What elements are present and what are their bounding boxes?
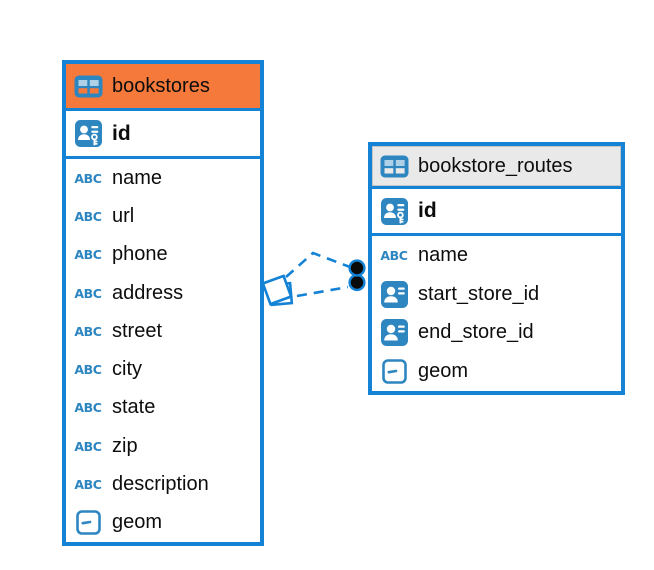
pk-column-icon [73,120,103,147]
text-column-icon: ABC [74,247,102,263]
text-column-icon: ABC [74,285,102,301]
table-title: bookstore_routes [418,154,573,177]
fk-column-icon [379,280,409,308]
column-row-url[interactable]: ABC url [66,197,260,235]
column-row-name[interactable]: ABC name [372,236,621,275]
relationship-dot-marker-lower[interactable] [348,273,366,292]
column-name: id [112,121,131,145]
relationship-line-end-store[interactable] [296,285,349,298]
column-name: address [112,281,184,304]
column-name: name [418,243,469,266]
relationship-diamond-marker[interactable] [261,274,293,306]
text-column-icon: ABC [74,208,102,224]
relationship-line-start-store[interactable] [285,251,351,278]
text-column-icon: ABC [74,477,102,493]
text-column-icon: ABC [74,362,102,378]
column-name: geom [418,360,469,383]
primary-key-section: id [66,111,260,159]
fk-column-icon [379,319,409,347]
column-name: end_store_id [418,321,534,344]
relationship-diamond-marker-back [268,281,294,307]
column-row-id[interactable]: id [66,111,260,156]
table-icon [380,155,409,178]
geometry-column-icon [73,510,103,536]
column-row-id[interactable]: id [372,189,621,233]
column-name: zip [112,434,138,457]
column-row-zip[interactable]: ABC zip [66,427,260,465]
column-name: description [112,473,209,496]
text-column-icon: ABC [74,323,102,339]
column-row-end_store_id[interactable]: end_store_id [372,314,621,353]
column-name: geom [112,511,163,534]
table-header-bookstores[interactable]: bookstores [66,64,260,111]
column-name: id [418,199,437,222]
column-row-phone[interactable]: ABC phone [66,236,260,274]
column-name: start_store_id [418,282,540,305]
text-column-icon: ABC [74,170,102,186]
column-name: name [112,166,163,189]
column-name: street [112,319,163,342]
text-column-icon: ABC [380,247,408,263]
table-node-bookstore-routes[interactable]: bookstore_routes id ABC name start_store_i… [368,142,625,395]
table-header-bookstore-routes[interactable]: bookstore_routes [372,146,621,189]
text-column-icon: ABC [74,400,102,416]
column-name: phone [112,243,168,266]
column-row-geom[interactable]: geom [372,352,621,391]
geometry-column-icon [379,359,409,384]
column-row-address[interactable]: ABC address [66,274,260,312]
column-row-street[interactable]: ABC street [66,312,260,350]
table-title: bookstores [112,74,210,97]
relationship-dot-marker-upper[interactable] [348,259,366,277]
column-row-description[interactable]: ABC description [66,465,260,503]
pk-column-icon [379,197,409,225]
column-row-state[interactable]: ABC state [66,389,260,427]
column-name: state [112,396,156,419]
column-name: url [112,204,135,227]
column-row-name[interactable]: ABC name [66,159,260,197]
text-column-icon: ABC [74,438,102,454]
primary-key-section: id [372,189,621,236]
column-name: city [112,358,142,381]
table-icon [74,75,103,98]
column-row-geom[interactable]: geom [66,504,260,542]
column-row-start_store_id[interactable]: start_store_id [372,275,621,314]
column-row-city[interactable]: ABC city [66,350,260,388]
